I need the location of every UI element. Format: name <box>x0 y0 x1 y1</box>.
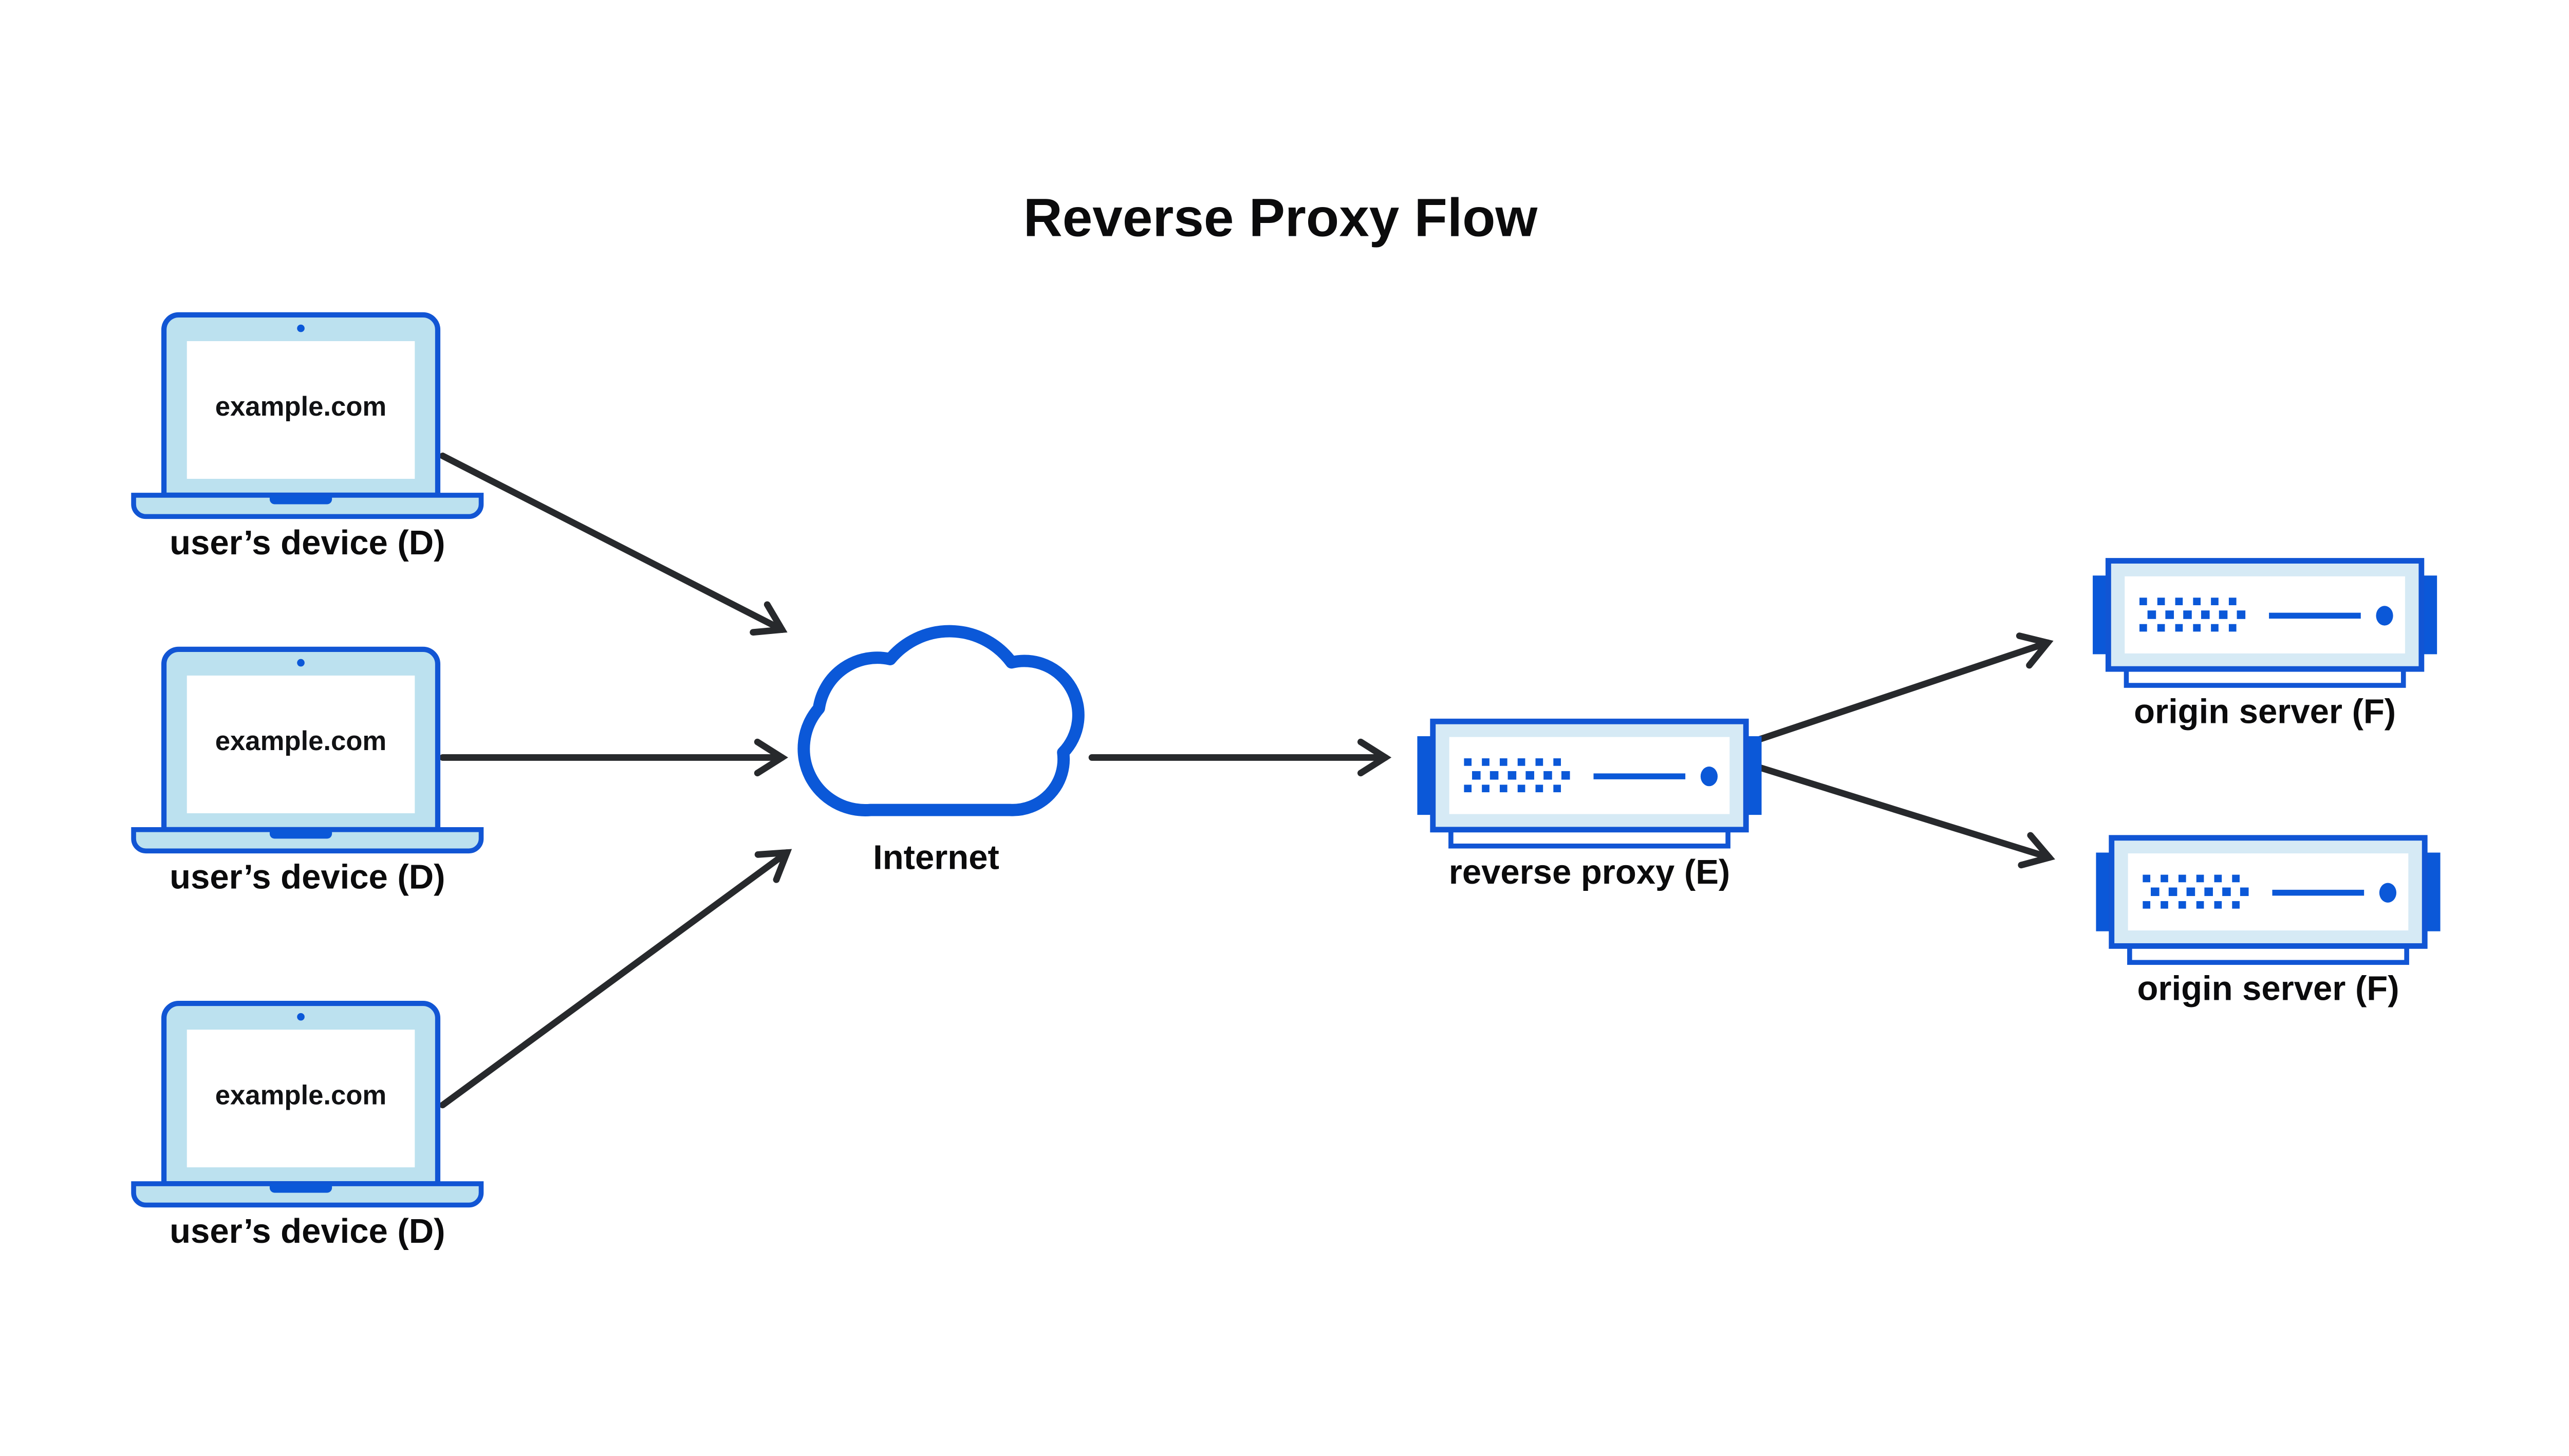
server-icon <box>2093 561 2437 686</box>
device-label: user’s device (D) <box>170 858 445 897</box>
device-screen-text: example.com <box>215 1080 386 1110</box>
node-device-2: example.com user’s device (D) <box>134 649 481 897</box>
cloud-icon <box>797 625 1085 816</box>
node-origin-server-2: origin server (F) <box>2096 838 2440 1008</box>
node-device-3: example.com user’s device (D) <box>134 1003 481 1250</box>
node-origin-server-1: origin server (F) <box>2093 561 2437 731</box>
arrow-reverse-proxy-to-origin1 <box>1756 632 2054 743</box>
page-title: Reverse Proxy Flow <box>1023 188 1538 248</box>
origin-server-label: origin server (F) <box>2137 969 2399 1008</box>
device-label: user’s device (D) <box>170 524 445 562</box>
arrow-device1-to-internet <box>439 452 788 636</box>
node-reverse-proxy: reverse proxy (E) <box>1417 721 1761 891</box>
reverse-proxy-label: reverse proxy (E) <box>1449 853 1730 891</box>
device-screen-text: example.com <box>215 726 386 756</box>
server-icon <box>2096 838 2440 963</box>
device-screen-text: example.com <box>215 391 386 422</box>
origin-server-label: origin server (F) <box>2134 692 2396 731</box>
arrow-device3-to-internet <box>439 849 792 1109</box>
server-icon <box>1417 721 1761 846</box>
edges <box>439 452 2055 1109</box>
device-label: user’s device (D) <box>170 1212 445 1250</box>
node-internet: Internet <box>797 625 1085 876</box>
arrow-reverse-proxy-to-origin2 <box>1756 764 2055 869</box>
internet-label: Internet <box>873 838 999 876</box>
node-device-1: example.com user’s device (D) <box>134 315 481 562</box>
